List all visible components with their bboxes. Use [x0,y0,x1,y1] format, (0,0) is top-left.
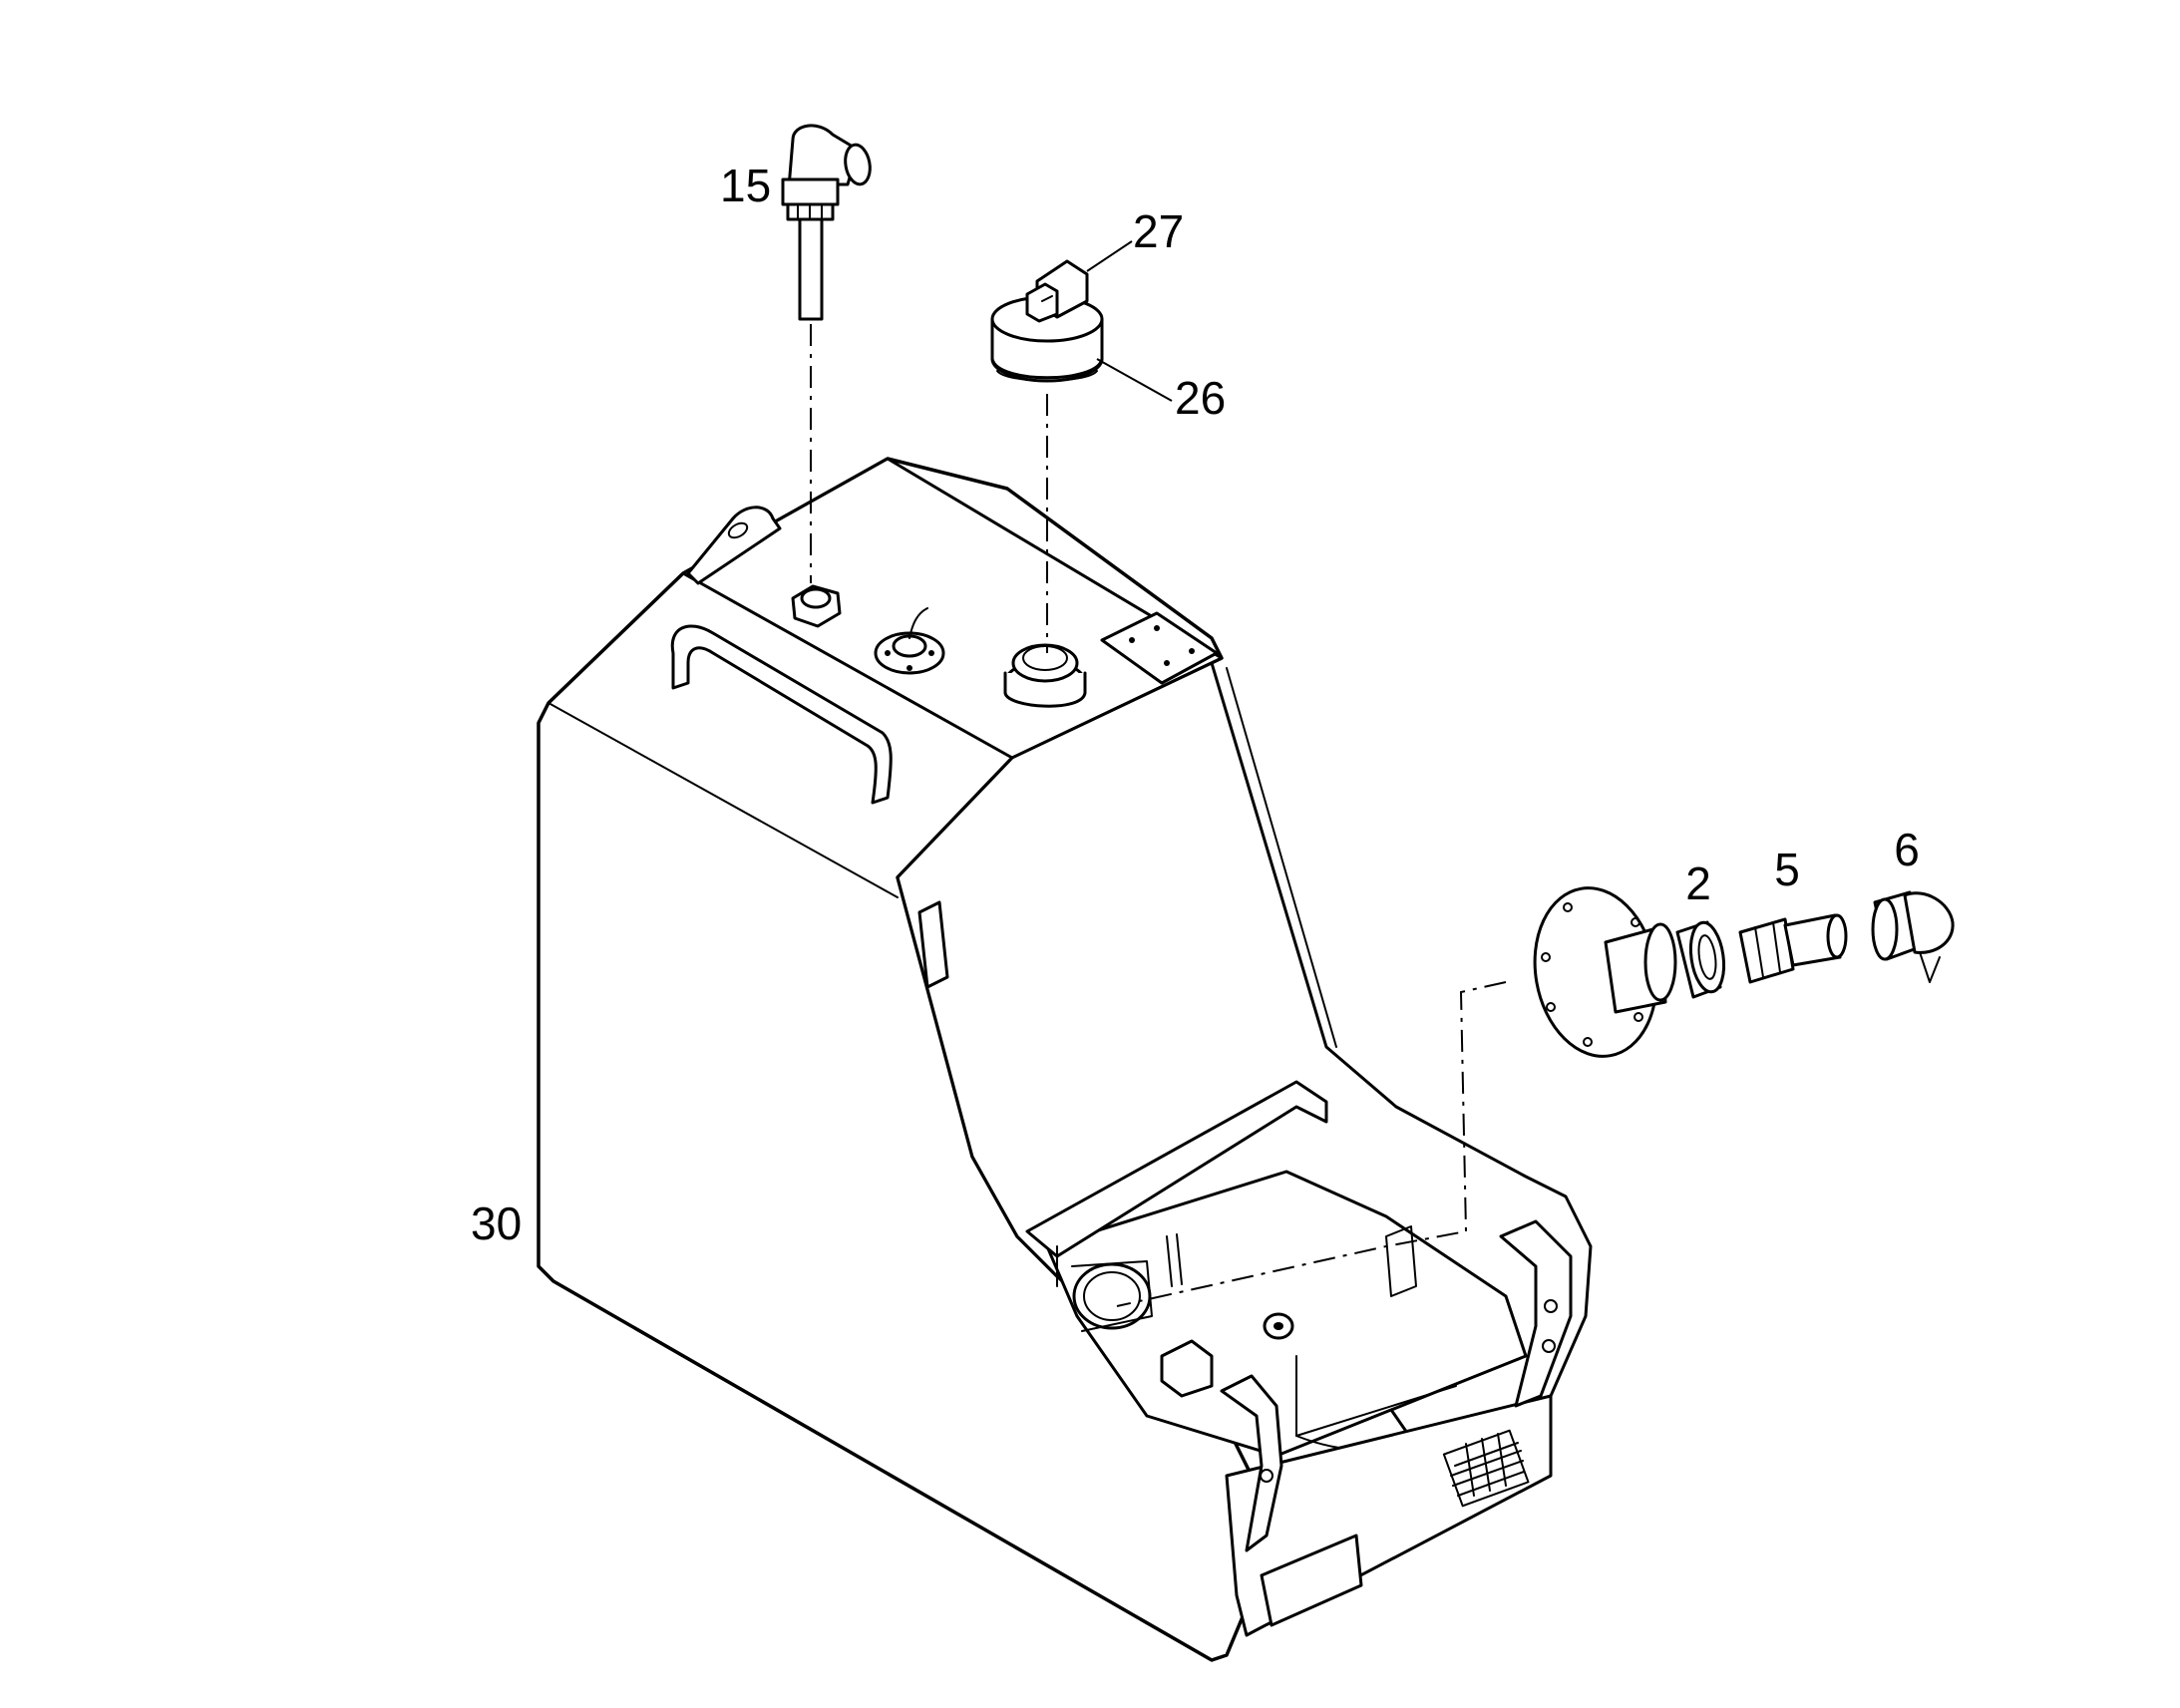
tank-top-panel [681,457,1224,760]
outlet-flange [1533,886,1677,1058]
lifting-eye [686,506,782,585]
label-plate [1260,1534,1363,1627]
callout-6: 6 [1894,824,1920,875]
callout-30: 30 [471,1197,522,1249]
sender-flange [874,607,945,675]
filler-neck [1003,643,1087,708]
outlet-opening [1071,1260,1153,1332]
carry-handle [670,624,893,805]
callout-27: 27 [1133,205,1184,257]
leader-27 [1086,240,1133,272]
sight-window [917,900,949,989]
right-side-bracket [1499,1219,1573,1408]
mounting-pad [1100,611,1219,685]
callout-15: 15 [720,160,771,211]
top-fitting-left [791,584,842,628]
adapter-part-5 [1738,913,1848,984]
sealing-ring-part-2 [1675,920,1726,999]
tank-body [537,457,1593,1662]
callout-2: 2 [1685,857,1711,909]
callout-5: 5 [1774,844,1800,895]
vent-grille [1442,1429,1530,1508]
leader-26 [1096,358,1173,402]
elbow-fitting-part-15 [781,124,872,321]
vent-valve-part-27 [1025,259,1089,323]
quick-coupler-part-6 [1871,890,1955,983]
callout-26: 26 [1175,372,1226,424]
left-side-bracket [1220,1374,1283,1552]
centerline-flange [1116,981,1507,1307]
